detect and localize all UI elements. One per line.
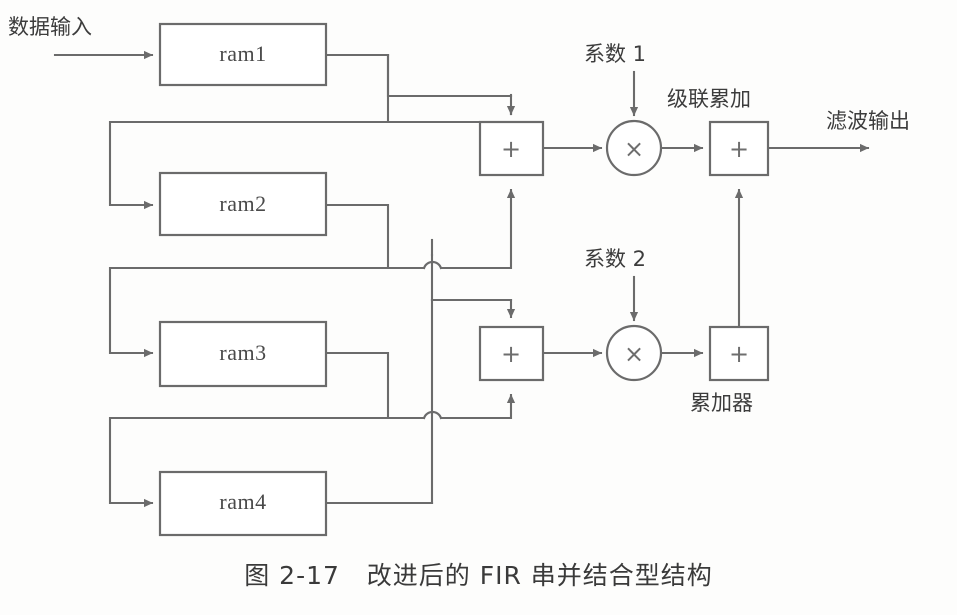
ram1-label: ram1 [219, 41, 266, 66]
cascade-accumulator-plus-glyph: + [729, 135, 749, 163]
multiplier-top-circle[interactable] [605, 119, 663, 177]
accumulator-plus-glyph: + [729, 340, 749, 368]
adder-top[interactable]: + [478, 120, 545, 177]
filter-output-label: 滤波输出 [826, 109, 910, 133]
ram4-block[interactable]: ram4 [158, 470, 328, 537]
ram3-label: ram3 [219, 340, 266, 365]
accumulator-label: 累加器 [690, 391, 753, 415]
adder-bottom[interactable]: + [478, 325, 545, 382]
wire-ram2-to-ram3 [108, 266, 390, 358]
multiplier-top-times-glyph: × [624, 135, 644, 163]
wire-into-adder-bottom [430, 298, 516, 319]
accumulator-box[interactable] [708, 325, 770, 382]
data-input-label: 数据输入 [8, 15, 92, 39]
adder-bottom-plus-glyph: + [501, 340, 521, 368]
wire-ram3-to-adder-bottom-bottom [439, 393, 516, 420]
multiplier-bottom[interactable]: × [605, 324, 663, 382]
multiplier-bottom-times-glyph: × [624, 340, 644, 368]
wire-ram1-to-adder-top-run [386, 53, 513, 124]
ram4-label: ram4 [219, 489, 266, 514]
wire-ram3-out [324, 351, 390, 420]
ram1-box[interactable] [158, 22, 328, 87]
accumulator[interactable]: + [708, 325, 770, 382]
ram4-box[interactable] [158, 470, 328, 537]
ram2-block[interactable]: ram2 [158, 171, 328, 237]
adder-top-plus-glyph: + [501, 135, 521, 163]
cascade-accumulator-box[interactable] [708, 120, 770, 177]
wire-ram1-to-ram2 [108, 120, 390, 210]
cascade-accumulate-label: 级联累加 [667, 87, 751, 111]
coefficient-1-label: 系数 1 [584, 42, 646, 66]
ram3-block[interactable]: ram3 [158, 320, 328, 388]
wire-ram2-out [324, 203, 390, 270]
multiplier-top[interactable]: × [605, 119, 663, 177]
wire-ram3-to-ram4 [108, 416, 390, 508]
coefficient-2-label: 系数 2 [584, 247, 646, 271]
cascade-accumulator[interactable]: + [708, 120, 770, 177]
wire-layer [53, 50, 870, 508]
ram1-block[interactable]: ram1 [158, 22, 328, 87]
adder-bottom-box[interactable] [478, 325, 545, 382]
adder-top-box[interactable] [478, 120, 545, 177]
ram2-box[interactable] [158, 171, 328, 237]
multiplier-bottom-circle[interactable] [605, 324, 663, 382]
figure-caption: 图 2-17 改进后的 FIR 串并结合型结构 [244, 561, 713, 590]
wire-ram1-branch-to-adder [386, 53, 513, 98]
wire-ram2-to-adder-top-bottom [439, 188, 516, 270]
ram2-label: ram2 [219, 191, 266, 216]
ram3-box[interactable] [158, 320, 328, 388]
